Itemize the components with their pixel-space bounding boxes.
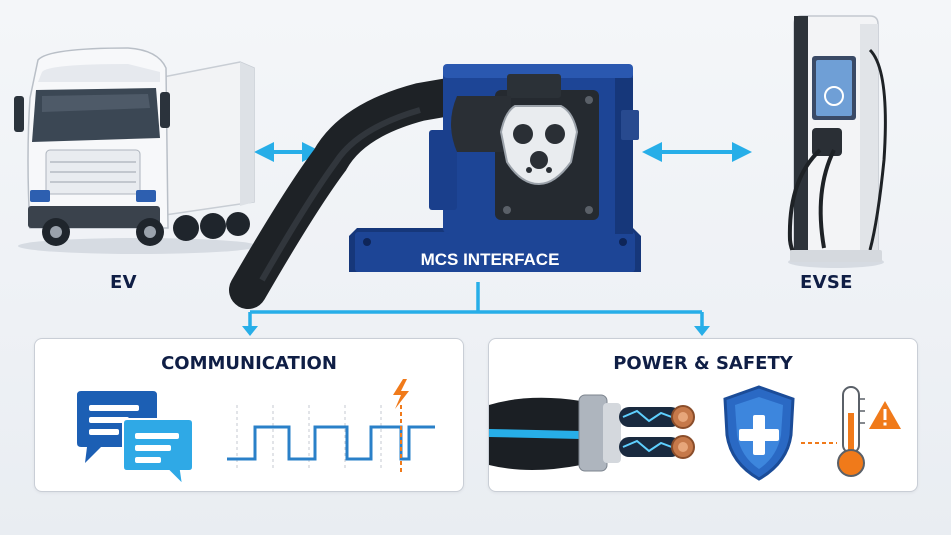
signal-waveform-icon <box>227 379 435 475</box>
communication-panel: COMMUNICATION <box>34 338 464 492</box>
safety-shield-icon <box>723 385 795 481</box>
communication-title: COMMUNICATION <box>161 353 337 374</box>
power-safety-title: POWER & SAFETY <box>613 353 793 374</box>
power-cable-icon <box>489 394 695 472</box>
mcs-interface-label: MCS INTERFACE <box>420 250 560 269</box>
chat-bubbles-icon <box>77 391 194 488</box>
temperature-connector-line <box>801 442 837 444</box>
lightning-icon <box>393 379 409 409</box>
ev-label: EV <box>110 272 137 293</box>
truck-icon <box>14 47 258 254</box>
mcs-interface-block <box>349 64 641 272</box>
warning-icon <box>869 401 901 429</box>
mcs-interface-label-box: MCS INTERFACE <box>355 240 625 280</box>
evse-label: EVSE <box>800 272 853 293</box>
interface-branch-lines <box>248 282 704 330</box>
power-safety-panel: POWER & SAFETY <box>488 338 918 492</box>
charging-station-icon <box>787 15 887 268</box>
thermometer-icon <box>837 386 865 477</box>
